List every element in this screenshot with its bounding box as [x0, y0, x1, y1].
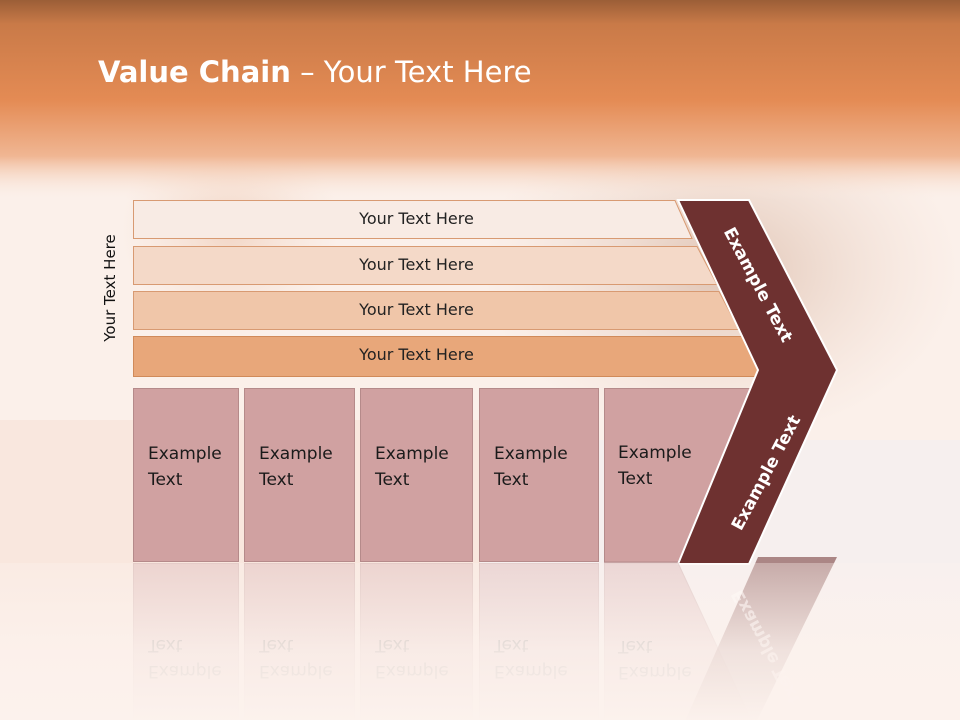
bar-4: Your Text Here	[133, 336, 765, 377]
box-4-text: Example Text	[494, 444, 568, 490]
box-1: Example Text	[133, 388, 239, 562]
bar-1-label: Your Text Here	[359, 209, 474, 228]
slide-title: Value Chain – Your Text Here	[98, 55, 532, 89]
chevron-arrow	[676, 199, 839, 565]
bar-1: Your Text Here	[133, 200, 693, 239]
side-label: Your Text Here	[101, 234, 119, 342]
box-5-text: Example Text	[618, 443, 692, 489]
box-2-text: Example Text	[259, 444, 333, 490]
bar-2-label: Your Text Here	[359, 255, 474, 274]
bar-2: Your Text Here	[133, 246, 718, 285]
box-1-text: Example Text	[148, 444, 222, 490]
box-3: Example Text	[360, 388, 473, 562]
title-bold: Value Chain	[98, 55, 291, 89]
bar-4-label: Your Text Here	[359, 345, 474, 364]
title-rest: – Your Text Here	[290, 55, 532, 89]
bar-3: Your Text Here	[133, 291, 741, 330]
bar-3-label: Your Text Here	[359, 300, 474, 319]
bar-1-shape	[133, 200, 693, 239]
box-4: Example Text	[479, 388, 599, 562]
box-3-text: Example Text	[375, 444, 449, 490]
box-2: Example Text	[244, 388, 355, 562]
